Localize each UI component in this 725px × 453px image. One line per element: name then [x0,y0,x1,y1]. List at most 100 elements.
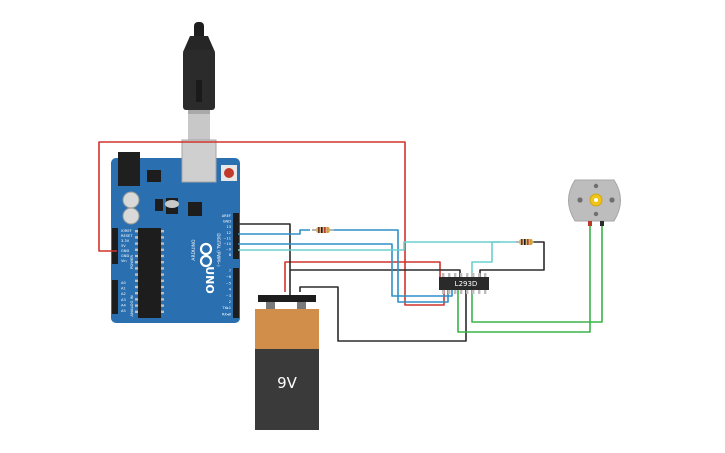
arduino-model-label: UNO [203,266,216,294]
power-pin-label: Vin [121,259,127,263]
wire-black-battery[interactable] [299,286,467,342]
digital-pin-label: ~11 [223,236,231,240]
chip-pin [161,285,164,289]
chip-pin [161,292,164,295]
wire-teal-ic[interactable] [471,241,500,278]
wire-black-ic-gnd[interactable] [290,269,461,278]
digital-pin-label: RX◂0 [222,312,232,316]
digital-pin-label: ~5 [226,281,231,285]
usb-cable[interactable] [183,22,215,140]
ic-pin [454,290,457,294]
analog-header[interactable] [112,280,118,314]
analog-pin-label: A5 [121,309,126,313]
arduino-logo [199,242,213,268]
motor-terminal-b[interactable] [600,221,604,226]
chip-pin [135,279,138,282]
ic-pin [478,290,481,294]
chip-pin [135,298,138,301]
digital-pin-label: ~10 [223,242,231,246]
ic-pin [472,290,475,294]
arduino-uno-board[interactable]: UNO ARDUINO DIGITAL (PWM~) POWER ANALOG … [111,139,240,323]
ic-label: L293D [455,280,478,288]
chip-pin [135,230,138,233]
wire-black-resistor[interactable] [479,241,545,278]
resistor-left[interactable] [312,227,334,233]
atmega-chip [138,228,161,318]
chip-pin [161,230,164,233]
wire-red-5v[interactable] [98,141,445,306]
analog-pin-label: A0 [121,281,126,285]
chip-pin [161,304,164,307]
power-pin-label: RESET [121,234,133,238]
power-jack [118,152,140,186]
chip-pin [135,242,138,245]
chip-pin [161,267,164,270]
capacitor [122,207,140,225]
ic-pin [484,273,487,277]
wire-red-battery[interactable] [284,261,441,292]
power-pin-label: IOREF [121,229,132,233]
digital-pin-label: 2 [229,300,231,304]
wire-blue-pin11-b[interactable] [334,229,449,303]
digital-pin-label: 12 [226,231,231,235]
dc-motor[interactable] [568,179,621,226]
wire-black-gnd[interactable] [238,223,291,295]
l293d-ic[interactable]: L293D [439,273,489,294]
capacitor [122,191,140,209]
wire-green-motor-a[interactable] [457,226,591,333]
ic-pin [448,273,451,277]
analog-pin-label: A3 [121,298,126,302]
chip-pin [161,242,164,245]
chip-pin [161,261,164,264]
digital-pin-label: ~9 [226,248,232,252]
power-header[interactable] [112,228,118,264]
digital-header-top[interactable] [233,213,239,259]
chip-pin [135,273,138,276]
chip-pin [161,298,164,301]
chip-pin [161,310,164,313]
battery-9v[interactable]: + − 9V [255,295,319,430]
chip-pin [135,292,138,295]
analog-header-label: ANALOG IN [129,295,134,316]
digital-pin-label: GND [223,220,231,224]
digital-pin-label: ~3 [226,294,231,298]
chip-pin [135,310,138,313]
resistor-right[interactable] [516,239,534,245]
analog-pin-label: A1 [121,287,126,291]
wire-blue-pin11[interactable] [238,229,310,235]
motor-terminal-a[interactable] [588,221,592,226]
power-pin-label: GND [121,249,129,253]
chip-pin [161,254,164,258]
chip-pin [135,254,138,258]
chip-pin [135,261,138,264]
power-pin-label: 3.3V [121,239,130,243]
ic-pin [460,273,463,277]
chip-pin [161,273,164,276]
chip-pin [161,248,164,251]
wire-blue-pin10[interactable] [238,243,453,297]
digital-header-bottom[interactable] [233,268,239,318]
ic-pin [454,273,457,277]
digital-pin-label: 7 [229,269,231,273]
chip-pin [135,304,138,307]
digital-pin-label: AREF [222,214,231,218]
digital-pin-label: TX▸1 [221,306,231,310]
digital-pin-label: ~6 [226,275,232,279]
chip-pin [135,248,138,251]
usb-port [181,139,217,183]
arduino-brand-label: ARDUINO [191,239,197,261]
chip-pin [135,285,138,289]
digital-header-label: DIGITAL (PWM~) [216,233,221,267]
ic-pin [448,290,451,294]
analog-pin-label: A2 [121,292,126,296]
wire-green-motor-b[interactable] [471,226,603,323]
ic-pin [460,290,463,294]
ic-pin [478,273,481,277]
ic-pin [472,273,475,277]
ic-pin [466,273,469,277]
battery-voltage-label: 9V [277,374,298,392]
wires [98,141,603,342]
wire-teal-pin9[interactable] [238,241,516,251]
ic-pin [442,290,445,294]
